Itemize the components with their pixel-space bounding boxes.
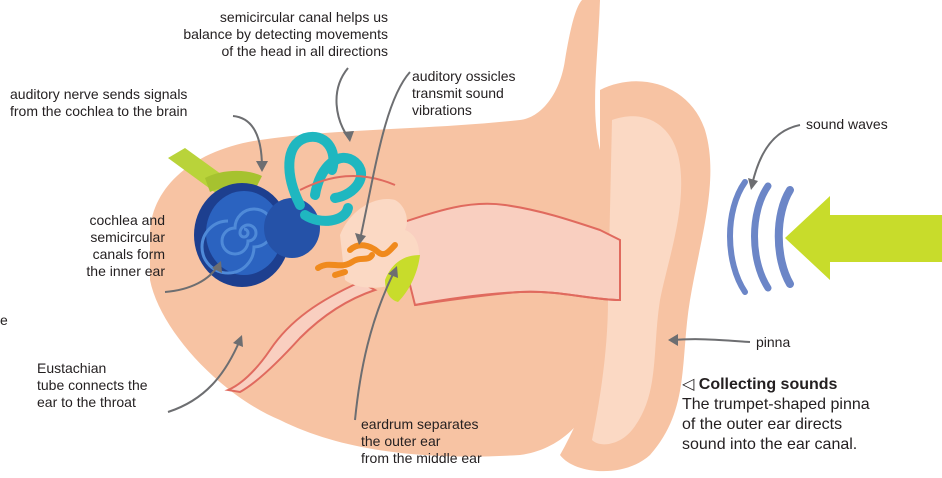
sound-wave-arcs [730,182,790,292]
semicircular-canal-label: semicircular canal helps us balance by d… [133,9,388,60]
semicircular-label-line: semicircular canal helps us [133,9,388,26]
eardrum-label-line: the outer ear [361,433,482,450]
cochlea-label-line: the inner ear [40,263,165,280]
cropped-label-fragment: e [0,312,8,329]
ossicles-label-line: auditory ossicles [412,68,516,85]
ossicles-label-line: vibrations [412,102,516,119]
cochlea-label-line: canals form [40,246,165,263]
caption: ◁ Collecting sounds The trumpet-shaped p… [682,375,870,455]
vestibule [264,198,320,258]
eardrum-label-line: from the middle ear [361,450,482,467]
sound-direction-arrow [785,196,942,280]
pinna-label: pinna [756,334,790,351]
caption-marker-icon: ◁ [682,376,694,393]
cochlea-label-line: semicircular [40,229,165,246]
cochlea-label: cochlea and semicircular canals form the… [40,212,165,280]
semicircular-label-line: of the head in all directions [133,43,388,60]
auditory-nerve-label-line: from the cochlea to the brain [10,103,187,120]
caption-body-line: The trumpet-shaped pinna [682,395,870,415]
semicircular-label-line: balance by detecting movements [133,26,388,43]
eustachian-label-line: ear to the throat [37,394,148,411]
eustachian-label-line: tube connects the [37,377,148,394]
eustachian-tube-label: Eustachian tube connects the ear to the … [37,360,148,411]
caption-title: Collecting sounds [699,376,838,393]
caption-body-line: of the outer ear directs [682,415,870,435]
caption-title-row: ◁ Collecting sounds [682,375,870,395]
eustachian-label-line: Eustachian [37,360,148,377]
sound-waves-label: sound waves [806,116,888,133]
ossicles-label-line: transmit sound [412,85,516,102]
auditory-ossicles-label: auditory ossicles transmit sound vibrati… [412,68,516,119]
caption-body-line: sound into the ear canal. [682,435,870,455]
auditory-nerve-label: auditory nerve sends signals from the co… [10,86,187,120]
eardrum-label-line: eardrum separates [361,416,482,433]
auditory-nerve-label-line: auditory nerve sends signals [10,86,187,103]
cochlea-label-line: cochlea and [40,212,165,229]
eardrum-label: eardrum separates the outer ear from the… [361,416,482,467]
